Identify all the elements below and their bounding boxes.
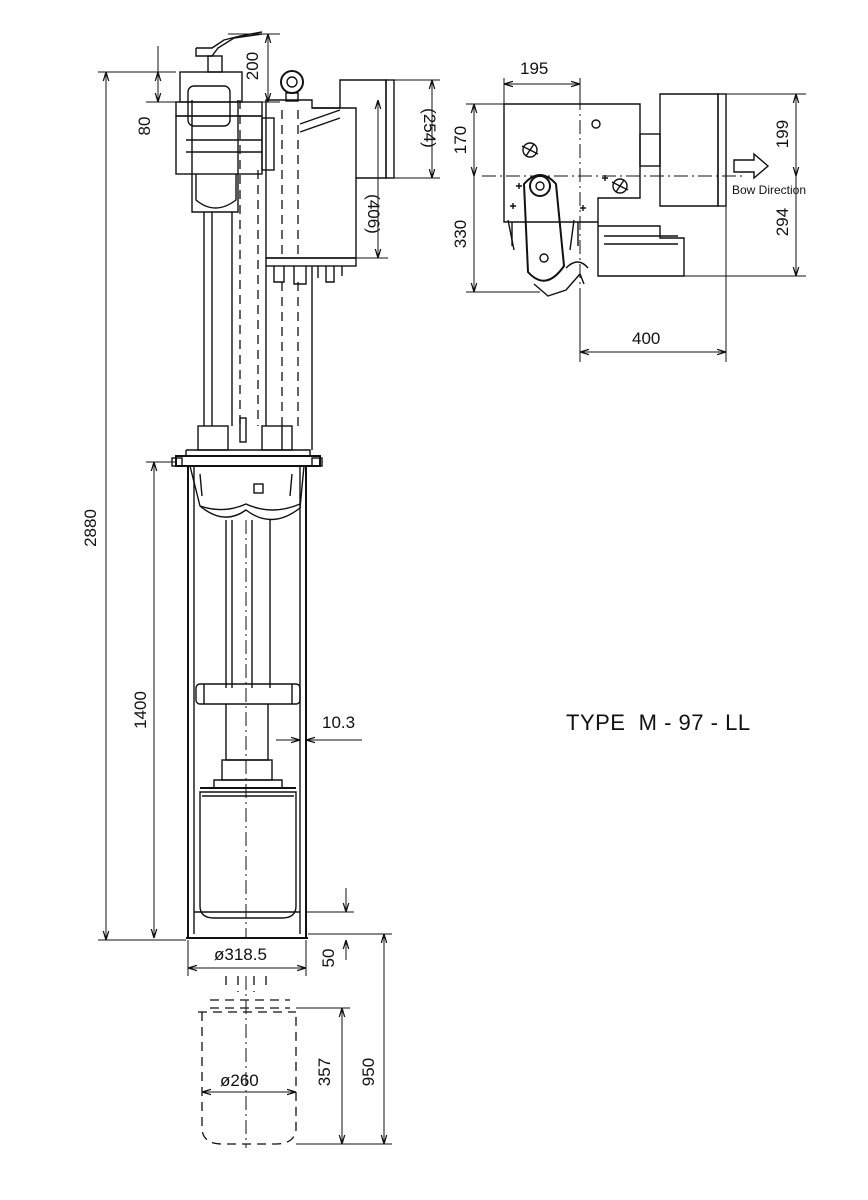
eye-bolt: [280, 70, 304, 102]
dim-294: 294: [773, 208, 792, 236]
dim-357: 357: [315, 1058, 334, 1086]
bow-arrow-icon: [733, 152, 770, 180]
bow-direction-indicator: Bow Direction: [732, 152, 806, 197]
side-view-dimensions: 2880 80 200 (254) (406) 1400 10.3 ø318.5: [81, 33, 440, 1145]
sensor-head: [199, 787, 297, 919]
dim-170: 170: [451, 126, 470, 154]
dim-50: 50: [319, 949, 338, 968]
lower-housing-dashed: [198, 976, 297, 1148]
dim-400: 400: [632, 329, 660, 348]
dim-dia-318: ø318.5: [214, 945, 267, 964]
dim-top-80: 80: [135, 117, 154, 136]
shaft-collar: [195, 683, 301, 789]
dim-195: 195: [520, 59, 548, 78]
bow-direction-label: Bow Direction: [732, 183, 806, 197]
dim-10-3: 10.3: [322, 713, 355, 732]
dim-total-height: 2880: [81, 509, 100, 547]
dim-top-200: 200: [243, 52, 262, 80]
side-elevation-view: [171, 31, 395, 1148]
dim-330: 330: [451, 220, 470, 248]
dim-950: 950: [359, 1058, 378, 1086]
motor-housing: [265, 79, 395, 285]
plan-view-dimensions: 195 170 330 199 294 400: [451, 59, 806, 362]
dim-254: (254): [420, 108, 439, 148]
mounting-flange: [171, 425, 323, 521]
trunk-tube: [186, 466, 308, 939]
dim-dia-260: ø260: [220, 1071, 259, 1090]
dim-199: 199: [773, 120, 792, 148]
drawing-title: TYPE M - 97 - LL: [566, 710, 751, 735]
gear-head: [175, 71, 275, 213]
vertical-shafts: [203, 100, 313, 443]
plan-view: [482, 93, 742, 300]
dim-406: (406): [364, 194, 383, 234]
dim-1400: 1400: [131, 691, 150, 729]
